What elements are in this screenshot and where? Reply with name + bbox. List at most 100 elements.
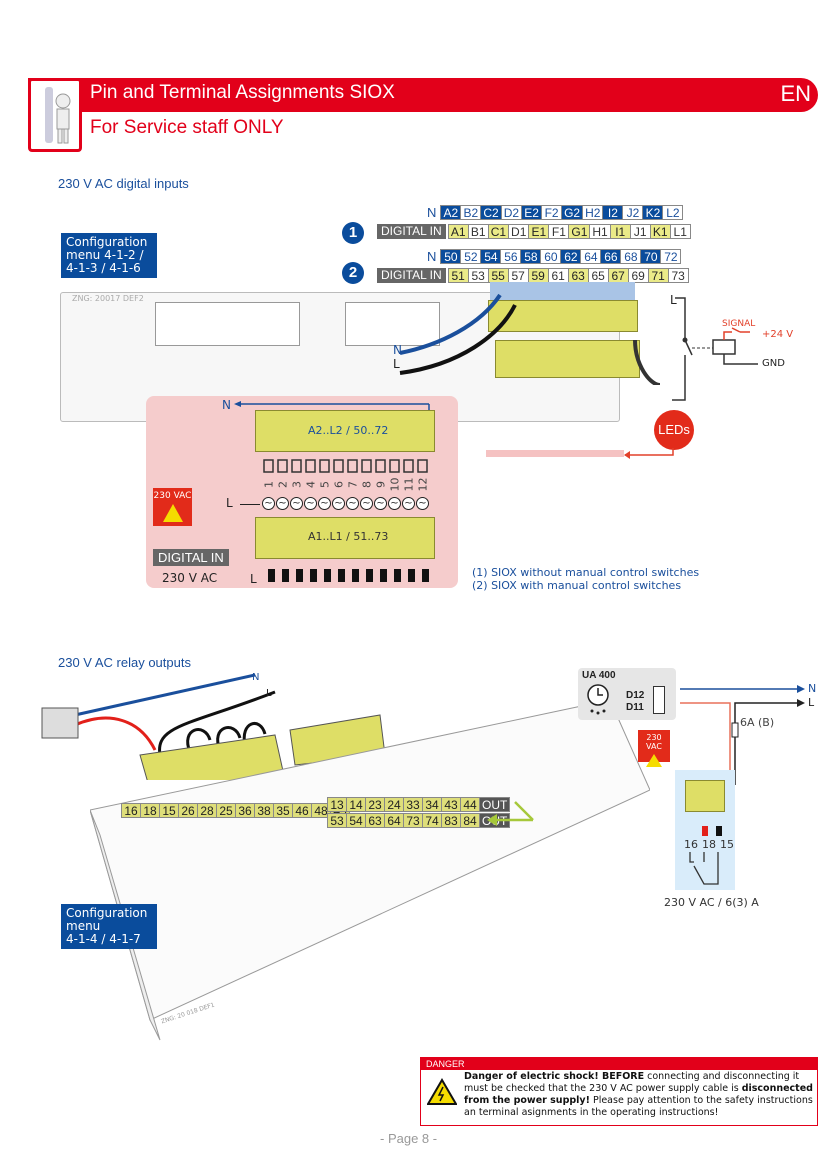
output-block xyxy=(380,569,387,582)
bottom-terminal-label: A1..L1 / 51..73 xyxy=(308,530,389,543)
input-number: 9 xyxy=(374,481,388,488)
fuse-icon xyxy=(731,722,739,738)
pin-cell: F1 xyxy=(548,224,570,239)
danger-text-2: Please pay attention to the safety instr… xyxy=(464,1095,813,1118)
output-block xyxy=(366,569,373,582)
language-badge: EN xyxy=(780,81,811,106)
pin-cell: K1 xyxy=(649,224,671,239)
l-bottom-label: L xyxy=(250,572,257,586)
output-block xyxy=(268,569,275,582)
signal-l-label: L xyxy=(670,293,677,307)
config-line: Configuration xyxy=(66,235,148,249)
vac-warning-badge: 230 VAC xyxy=(153,488,192,526)
pin-cell: 65 xyxy=(587,268,609,283)
relay-pin-cell: 24 xyxy=(384,797,404,812)
page-number: - Page 8 - xyxy=(380,1131,438,1146)
pin-cell: I1 xyxy=(609,224,631,239)
pin-cell: G2 xyxy=(561,205,584,220)
electric-hazard-icon xyxy=(427,1078,457,1105)
pin-cell: 57 xyxy=(507,268,529,283)
relay-pin-label: 18 xyxy=(702,838,716,851)
pin-cell: G1 xyxy=(568,224,591,239)
device-label: ZNG: 20017 DEF2 xyxy=(72,294,144,303)
pin-cell: B1 xyxy=(467,224,489,239)
relay-terminal xyxy=(685,780,725,812)
pin-cell: 59 xyxy=(527,268,549,283)
output-block xyxy=(296,569,303,582)
config-line: menu xyxy=(66,919,101,933)
voltage-label: 230 V AC xyxy=(162,571,218,585)
note-2: (2) SIOX with manual control switches xyxy=(472,579,682,592)
pin-cell: I2 xyxy=(602,205,624,220)
relay-pin-cell: 14 xyxy=(346,797,366,812)
output-block xyxy=(352,569,359,582)
ac-source-icon: ~ xyxy=(416,497,429,510)
relay-pin-label: 16 xyxy=(684,838,698,851)
digital-in-label: DIGITAL IN xyxy=(377,268,446,283)
variant-notes: (1) SIOX without manual control switches… xyxy=(472,566,699,592)
pin-cell: 69 xyxy=(627,268,649,283)
config-line: menu 4-1-2 / xyxy=(66,248,144,262)
service-wrench-figure-icon xyxy=(45,87,71,144)
terminal-block-2 xyxy=(345,302,440,346)
pin-cell: 55 xyxy=(487,268,509,283)
pin-cell: 71 xyxy=(647,268,669,283)
pin-cell: C1 xyxy=(487,224,510,239)
pin-cell: 62 xyxy=(560,249,582,264)
input-number: 4 xyxy=(304,481,318,488)
signal-label: SIGNAL xyxy=(722,319,756,329)
ac-source-icon: ~ xyxy=(360,497,373,510)
output-block xyxy=(408,569,415,582)
input-wires xyxy=(399,293,660,385)
service-logo xyxy=(28,78,82,152)
ua400-title: UA 400 xyxy=(582,670,616,681)
relay-contact-icon xyxy=(689,852,719,885)
relay-pin-cell: 43 xyxy=(441,797,461,812)
leds-badge: LEDs xyxy=(654,410,694,450)
pin-cell: K2 xyxy=(642,205,664,220)
n-label: N xyxy=(427,205,437,220)
wire-l-label: L xyxy=(393,357,400,371)
page-title: Pin and Terminal Assignments SIOX xyxy=(90,82,395,103)
green-terminal-bottom xyxy=(495,340,640,378)
clock-icon xyxy=(587,684,609,715)
pin-cell: F2 xyxy=(541,205,563,220)
relay-vac-badge: 230 VAC xyxy=(638,730,670,767)
red-marker xyxy=(702,826,708,836)
pin-cell: J1 xyxy=(629,224,651,239)
led-block-row xyxy=(268,569,436,582)
danger-bold-2: disconnected from the power supply! xyxy=(464,1083,813,1106)
pin-cell: E1 xyxy=(528,224,550,239)
pin-cell: 50 xyxy=(440,249,462,264)
ua400-box: UA 400 D12 D11 xyxy=(578,668,676,720)
pin-cell: 66 xyxy=(600,249,622,264)
pin-cell: 70 xyxy=(640,249,662,264)
relay-pin-cell: 73 xyxy=(403,813,423,828)
connector-icon xyxy=(653,686,665,714)
output-block xyxy=(282,569,289,582)
config-box-relay: Configuration menu 4-1-4 / 4-1-7 xyxy=(61,904,157,949)
relay-vac-text: 230 VAC xyxy=(646,733,662,751)
config-line: 4-1-4 / 4-1-7 xyxy=(66,932,141,946)
input-number: 7 xyxy=(346,481,360,488)
pin-cell: B2 xyxy=(460,205,482,220)
input-number: 5 xyxy=(318,481,332,488)
pin-cell: H1 xyxy=(589,224,611,239)
ac-source-icon: ~ xyxy=(276,497,289,510)
high-voltage-icon xyxy=(162,504,183,522)
pin-cell: 60 xyxy=(540,249,562,264)
pin-cell: C2 xyxy=(480,205,502,220)
input-number: 10 xyxy=(388,477,402,492)
variant-2-badge: 2 xyxy=(342,262,364,284)
wire-l xyxy=(399,304,517,375)
pin-cell: 63 xyxy=(567,268,589,283)
pin-cell: 68 xyxy=(620,249,642,264)
danger-text-1: connecting and disconnecting it must be … xyxy=(464,1071,800,1094)
relay-pin-cell: 54 xyxy=(346,813,366,828)
variant-1-badge: 1 xyxy=(342,222,364,244)
pin-cell: 51 xyxy=(447,268,469,283)
relay-pin-cell: 18 xyxy=(140,803,160,818)
